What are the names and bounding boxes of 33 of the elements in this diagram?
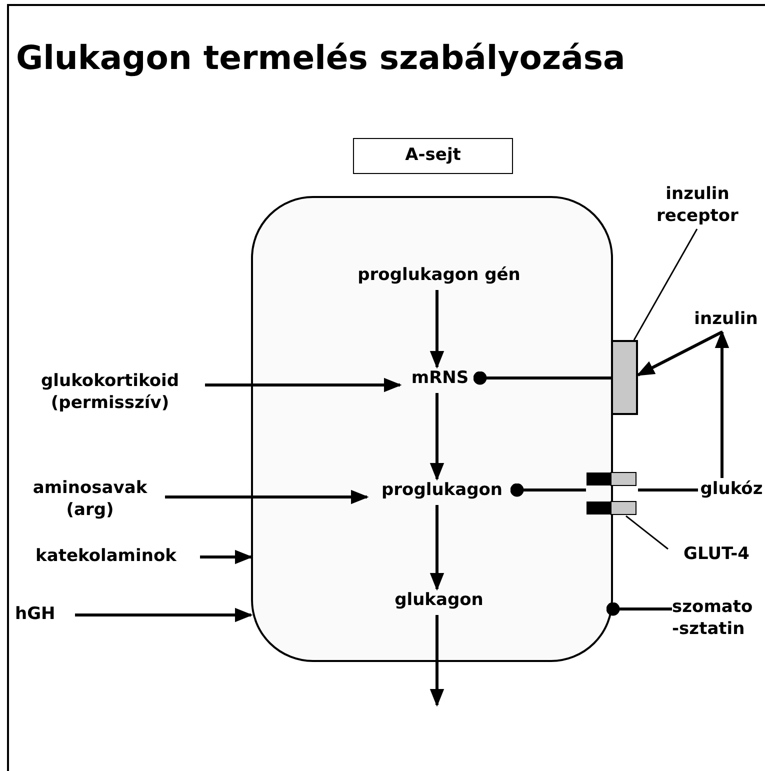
leader-line: [633, 228, 698, 340]
inhibition-line: [510, 483, 586, 497]
inhibition-line: [606, 602, 672, 616]
receptor-bar: [611, 340, 638, 415]
arrow: [165, 490, 369, 504]
arrow: [636, 330, 723, 376]
node-label: proglukagon: [380, 479, 504, 501]
arrow: [75, 608, 253, 622]
arrow: [200, 550, 253, 564]
node-label: hGH: [15, 603, 56, 625]
arrow: [430, 393, 444, 481]
arrow: [205, 378, 402, 392]
node-label: inzulin: [693, 308, 759, 330]
cell-outline: [251, 196, 613, 662]
node-label: glukagon: [394, 589, 484, 611]
node-label: mRNS: [410, 367, 470, 389]
node-label: katekolaminok: [34, 545, 178, 567]
node-label: glukóz: [699, 478, 764, 500]
title: Glukagon termelés szabályozása: [16, 38, 626, 77]
node-label: glukokortikoid (permisszív): [40, 370, 180, 414]
node-label: aminosavak (arg): [32, 477, 148, 521]
arrow: [430, 290, 444, 369]
arrow: [714, 330, 730, 478]
leader-line: [626, 515, 668, 550]
arrow: [430, 615, 444, 707]
title-box: A-sejt: [353, 138, 513, 174]
glut-channel-drawing: [586, 472, 638, 516]
node-label: inzulin receptor: [656, 183, 740, 227]
node-label: GLUT-4: [682, 543, 750, 565]
node-label: proglukagon gén: [356, 264, 522, 286]
arrow: [430, 505, 444, 591]
inhibition-line: [473, 371, 611, 385]
node-label: szomato -sztatin: [672, 596, 754, 640]
